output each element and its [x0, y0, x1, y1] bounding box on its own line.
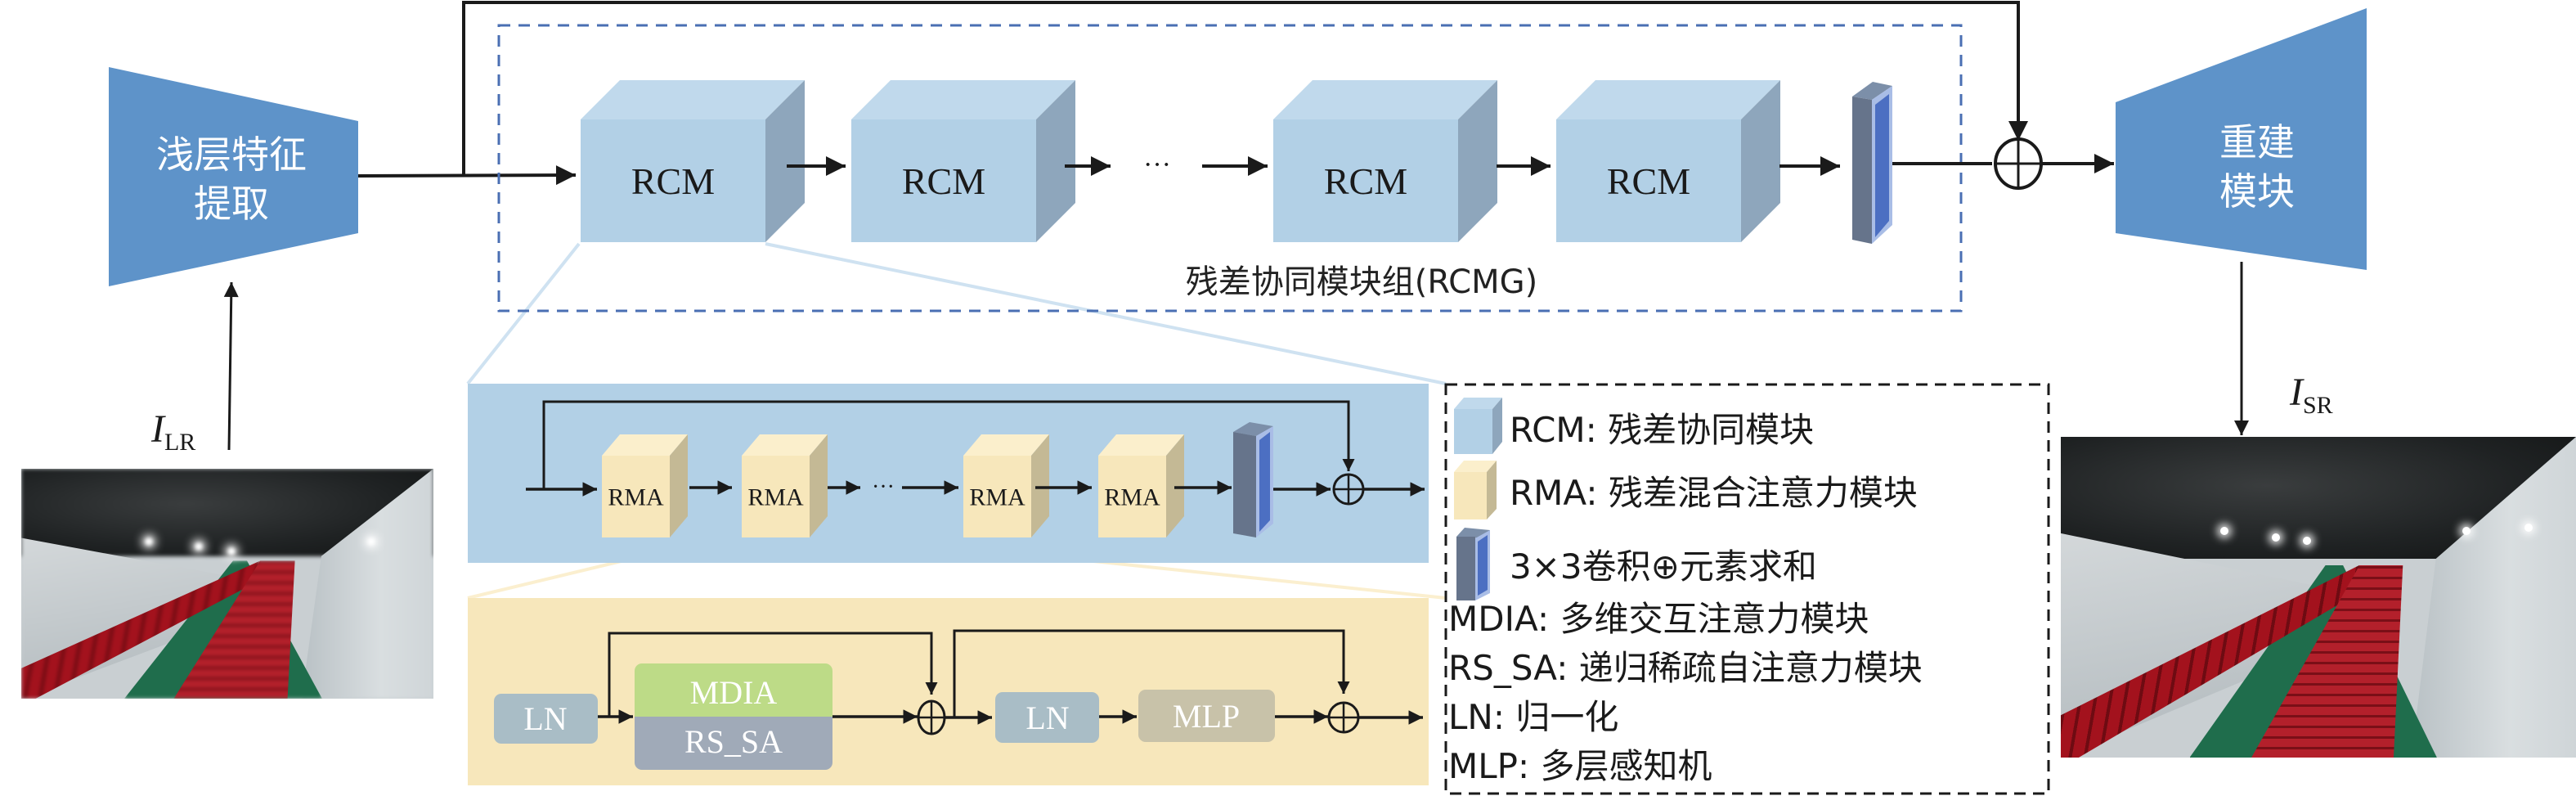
legend-rma-swatch: [1454, 461, 1497, 519]
zoom-guide-line: [765, 242, 1447, 385]
legend-item-rma: RMA: 残差混合注意力模块: [1510, 473, 1918, 513]
low-resolution-input-photo: [21, 469, 433, 699]
shallow-feature-label-line1: 浅层特征: [156, 133, 307, 177]
rma-module-label: RMA: [608, 484, 664, 511]
legend-item-mlp: MLP: 多层感知机: [1448, 746, 1712, 786]
rma-ellipsis: ···: [872, 474, 895, 500]
rcm-module-label: RCM: [902, 160, 985, 202]
output-label: ISR: [2289, 371, 2333, 419]
conv-3x3-slab: [1233, 422, 1273, 537]
super-resolution-output-photo: [2061, 437, 2576, 758]
svg-text:LN: LN: [1025, 699, 1069, 736]
rcmg-caption: 残差协同模块组(RCMG): [1186, 263, 1537, 301]
conv-3x3-slab: [1852, 82, 1892, 244]
legend-rcm-swatch: [1454, 398, 1502, 454]
global-skip-connection: [462, 1, 2028, 176]
legend-item-mdia: MDIA: 多维交互注意力模块: [1448, 599, 1869, 639]
svg-text:MLP: MLP: [1173, 698, 1240, 735]
input-label: ILR: [150, 407, 195, 456]
legend-item-conv: 3×3卷积⊕元素求和: [1510, 546, 1817, 587]
attention-block: MDIA RS_SA: [635, 663, 832, 770]
ln-block-1: LN: [494, 694, 598, 744]
rma-module-label: RMA: [1104, 484, 1160, 511]
rma-module: RMA: [963, 434, 1049, 537]
rcm-module-label: RCM: [1324, 160, 1407, 202]
element-sum-icon: [917, 699, 946, 735]
input-arrow: [223, 281, 239, 451]
mdia-label: MDIA: [690, 674, 778, 711]
rs-sa-block: [635, 717, 832, 770]
rcm-module-label: RCM: [631, 160, 715, 202]
rcm-module: RCM: [851, 80, 1075, 242]
rma-module-label: RMA: [747, 484, 804, 511]
legend-item-rs-sa: RS_SA: 递归稀疏自注意力模块: [1448, 648, 1923, 688]
attention-skip-connection: [608, 632, 938, 717]
main-flow-arrow: [357, 165, 577, 186]
rcm-module: RCM: [581, 80, 805, 242]
rma-detail-panel: [468, 598, 1429, 785]
rma-module: RMA: [602, 434, 688, 537]
rcm-ellipsis: ···: [1143, 150, 1171, 180]
legend-item-rcm: RCM: 残差协同模块: [1510, 410, 1814, 450]
legend-item-ln: LN: 归一化: [1448, 697, 1618, 737]
rs-sa-label: RS_SA: [684, 723, 783, 760]
element-sum-icon: [1332, 473, 1365, 506]
legend-conv-swatch: [1456, 528, 1490, 600]
rcm-module: RCM: [1556, 80, 1780, 242]
rma-module: RMA: [1098, 434, 1184, 537]
legend-box: [1444, 383, 2050, 795]
reconstruction-label-line1: 重建: [2219, 120, 2295, 164]
zoom-guide-line: [466, 242, 581, 385]
rma-module: RMA: [742, 434, 828, 537]
mlp-block: MLP: [1138, 690, 1275, 742]
ln-block-2: LN: [995, 692, 1099, 743]
rma-module-label: RMA: [969, 484, 1025, 511]
reconstruction-block: 重建 模块: [2116, 8, 2367, 270]
mdia-block: [635, 663, 832, 717]
element-sum-icon: [1327, 701, 1360, 734]
reconstruction-label-line2: 模块: [2219, 169, 2295, 214]
shallow-feature-extraction-block: 浅层特征 提取: [109, 67, 358, 286]
rcm-module-label: RCM: [1607, 160, 1690, 202]
rcm-module: RCM: [1273, 80, 1497, 242]
rcmg-group-box: [497, 24, 1963, 313]
element-sum-icon: [1994, 137, 2043, 190]
mlp-skip-connection: [953, 629, 1350, 717]
rcm-skip-connection: [542, 400, 1355, 489]
svg-text:LN: LN: [523, 700, 567, 737]
shallow-feature-label-line2: 提取: [194, 182, 269, 226]
